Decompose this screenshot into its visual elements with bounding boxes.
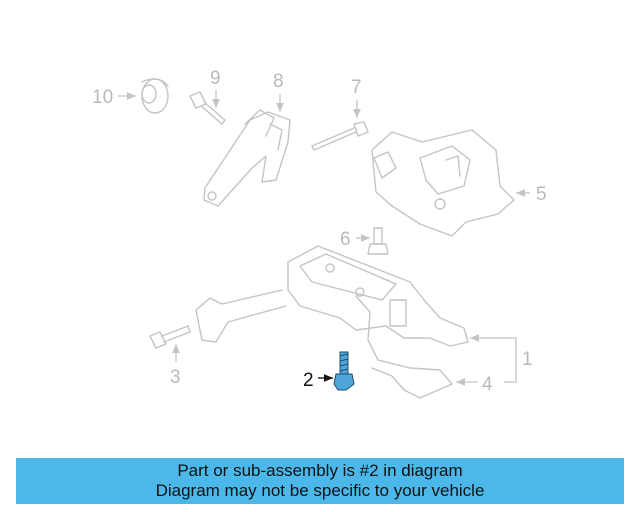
callout-4[interactable]: 4: [482, 374, 493, 395]
parts-diagram: 10 9 8 7 5 6: [92, 68, 547, 399]
callout-2[interactable]: 2: [303, 370, 314, 391]
info-banner: Part or sub-assembly is #2 in diagram Di…: [16, 458, 624, 504]
part-9-bolt: [189, 91, 226, 125]
callout-7[interactable]: 7: [351, 77, 362, 98]
part-10-grommet: [141, 78, 169, 114]
callout-6[interactable]: 6: [340, 229, 351, 250]
leader-1-bracket: [504, 338, 517, 383]
callout-8[interactable]: 8: [273, 71, 284, 92]
part-3-bolt: [149, 325, 191, 349]
part-7-bolt: [311, 121, 369, 151]
part-6-bolt: [367, 227, 389, 255]
part-8-bracket: [203, 109, 291, 207]
banner-line-1: Part or sub-assembly is #2 in diagram: [177, 461, 463, 480]
callout-5[interactable]: 5: [536, 184, 547, 205]
part-1-steering-column: [195, 245, 469, 399]
part-2-bolt-highlighted[interactable]: [333, 351, 355, 391]
callout-9[interactable]: 9: [210, 68, 221, 89]
part-5-housing: [371, 129, 515, 237]
callout-1[interactable]: 1: [522, 349, 533, 370]
banner-line-2: Diagram may not be specific to your vehi…: [155, 481, 485, 500]
callout-10[interactable]: 10: [92, 87, 113, 108]
callout-3[interactable]: 3: [170, 367, 181, 388]
